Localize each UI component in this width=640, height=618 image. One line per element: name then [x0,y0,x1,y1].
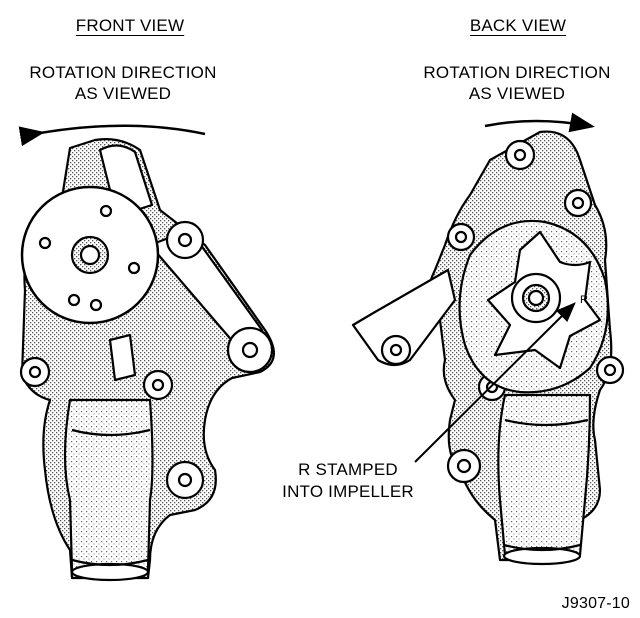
back-view-title: BACK VIEW [469,16,567,35]
front-view-title: FRONT VIEW [75,16,185,35]
front-outlet-mouth [70,562,150,582]
back-view-pump: R [351,112,625,566]
front-view-pump [18,124,275,582]
back-rotation-arrow [484,112,595,133]
front-rotation-arrow [18,124,206,147]
front-caption-line2: AS VIEWED [74,84,172,103]
callout-label-line2: INTO IMPELLER [282,482,414,501]
back-outlet [497,393,592,557]
back-outlet-mouth [502,546,582,566]
callout-label-line1: R STAMPED [298,460,398,479]
back-caption-line1: ROTATION DIRECTION [423,63,611,82]
impeller-r-mark: R [580,294,588,306]
callout-leader [414,302,576,463]
front-outlet [63,398,154,572]
front-caption-line1: ROTATION DIRECTION [29,63,217,82]
figure-id: J9307-10 [561,595,630,612]
back-caption-line2: AS VIEWED [468,84,566,103]
